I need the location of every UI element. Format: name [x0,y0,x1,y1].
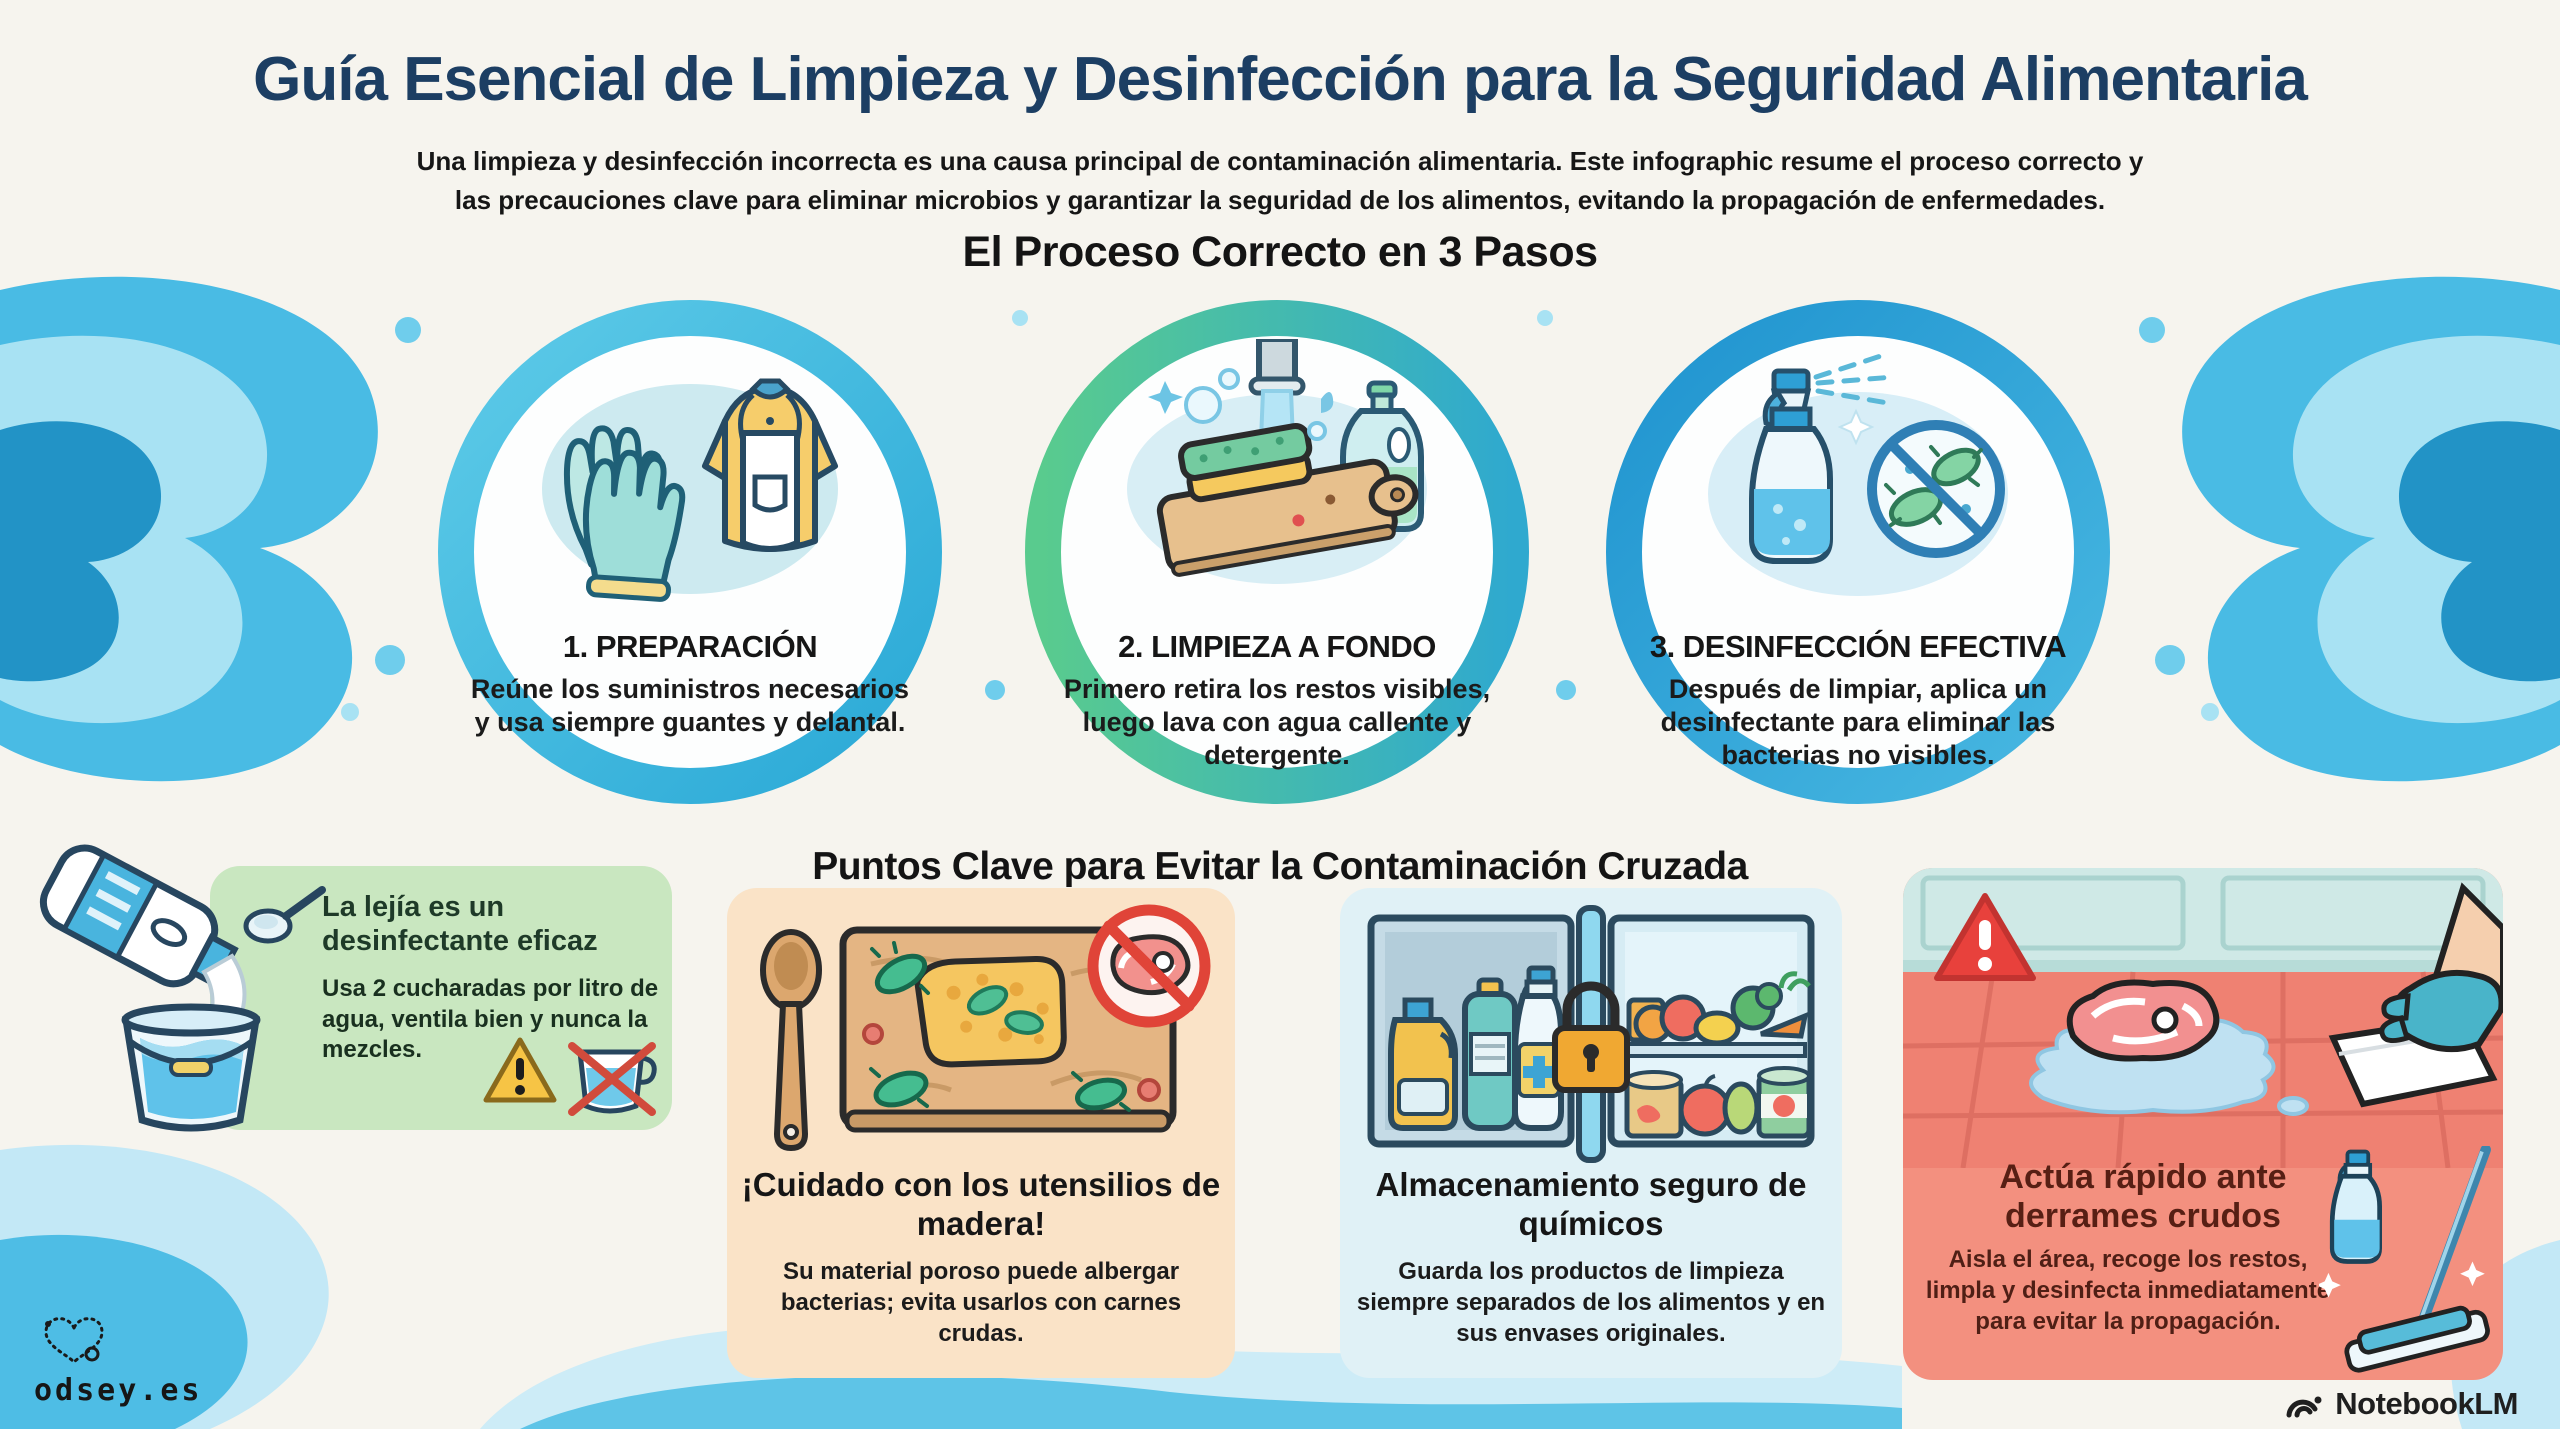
cleaner-bottle-icon [1462,977,1518,1131]
no-raw-meat-icon [1087,904,1211,1028]
notebooklm-brand-label: NotebookLM [2335,1386,2518,1421]
step-2-description: Primero retira los restos visibles, lueg… [1063,674,1491,770]
card-bleach-title: La lejía es un desinfectante eficaz [322,891,598,958]
can-icon [1756,1066,1812,1139]
spray-bottle-small-icon [2329,1149,2382,1264]
card-chemical-storage-title: Almacenamiento seguro de químicos [1375,1166,1807,1242]
sparkle [1148,381,1183,414]
dirty-sponge-icon [914,956,1067,1068]
raw-meat-spill-icon [2029,979,2309,1116]
gloved-hand-wiping-icon [2328,882,2503,1108]
bucket-icon [121,1003,261,1132]
bleach-bottle-and-bucket-icon [39,844,326,1132]
spoon-icon [243,886,326,944]
water-bubbles [1184,368,1327,441]
card-chemical-storage: Almacenamiento seguro de químicos Guarda… [1340,888,1842,1378]
detergent-jug-icon [1388,997,1458,1131]
notebooklm-brand: NotebookLM [2285,1386,2518,1422]
wooden-spoon-icon [760,929,822,1152]
sponge-icon [1178,423,1313,503]
washing-cutting-board-icon [1127,339,1427,584]
odsey-brand: odsey.es [34,1308,203,1408]
card-wooden-utensils-title: ¡Cuidado con los utensilios de madera! [741,1166,1221,1242]
step-circle-preparation: 1. PREPARACIÓN Reúne los suministros nec… [435,297,945,807]
step-2-title: 2. LIMPIEZA A FONDO [1118,629,1436,664]
contaminated-cutting-board-icon [760,904,1211,1152]
card-bleach: La lejía es un desinfectante eficaz Usa … [210,866,672,1130]
gloves-and-apron-icon [542,378,838,602]
sparkle [2319,1272,2341,1298]
apron-icon [702,378,838,552]
subtitle-line-1: Una limpieza y desinfección incorrecta e… [416,146,2144,176]
notebooklm-icon [2286,1396,2322,1418]
rubber-gloves-icon [563,425,686,602]
process-section-heading: El Proceso Correcto en 3 Pasos [962,228,1598,276]
step-1-description: Reúne los suministros necesarios y usa s… [470,674,910,737]
no-bacteria-icon [1867,420,2005,558]
step-circle-deep-cleaning: 2. LIMPIEZA A FONDO Primero retira los r… [1022,297,1532,807]
raw-meat-spill-scene [1903,868,2503,1168]
warning-triangle-icon [483,1037,557,1103]
faucet-icon [1248,339,1306,396]
step-circle-disinfection: 3. DESINFECCIÓN EFECTIVA Después de limp… [1603,297,2113,807]
food-shelf-icon [1617,971,1812,1139]
keypoints-section-heading: Puntos Clave para Evitar la Contaminació… [812,845,1748,888]
spray-mist [1813,352,1897,406]
locked-split-cabinet-icon [1367,905,1815,1163]
bacteria-icon [862,941,1161,1112]
can-icon [1624,1070,1684,1139]
water-droplets [985,310,1576,700]
sparkle [2460,1261,2485,1287]
step-3-title: 3. DESINFECCIÓN EFECTIVA [1649,629,2067,664]
card-chemical-storage-description: Guarda los productos de limpieza siempre… [1356,1258,1826,1348]
no-mixing-cup-icon [568,1042,657,1116]
card-bleach-description: Usa 2 cucharadas por litro de agua, vent… [322,975,659,1064]
mop-and-spray-icon [2319,1146,2491,1373]
step-1-title: 1. PREPARACIÓN [562,629,818,664]
card-raw-spills-description: Aisla el área, recoge los restos, limpla… [1925,1246,2331,1336]
odsey-brand-label: odsey.es [34,1373,203,1408]
disinfectant-spray-no-bacteria-icon [1708,352,2008,596]
spray-bottle-icon [1749,368,1833,564]
page-title: Guía Esencial de Limpieza y Desinfección… [253,45,2308,114]
water-drop [1321,392,1334,413]
bacteria [1884,445,1983,527]
bleach-warning-icons [483,1037,657,1116]
card-raw-spills: Actúa rápido ante derrames crudos Aisla … [1903,868,2503,1380]
mop-icon [2344,1146,2491,1373]
sparkle [1837,408,1875,446]
subtitle: Una limpieza y desinfección incorrecta e… [0,142,2560,220]
spray-bottle-small-icon [1512,965,1564,1131]
card-wooden-utensils: ¡Cuidado con los utensilios de madera! S… [727,888,1235,1378]
card-raw-spills-title: Actúa rápido ante derrames crudos [1999,1158,2287,1236]
padlock-icon [1552,981,1630,1093]
step-3-description: Después de limpiar, aplica un desinfecta… [1660,674,2056,770]
card-wooden-utensils-description: Su material poroso puede albergar bacter… [780,1258,1182,1348]
stethoscope-heart-icon [44,1317,104,1365]
subtitle-line-2: las precauciones clave para eliminar mic… [454,185,2106,215]
warning-triangle-icon [1934,893,2036,981]
